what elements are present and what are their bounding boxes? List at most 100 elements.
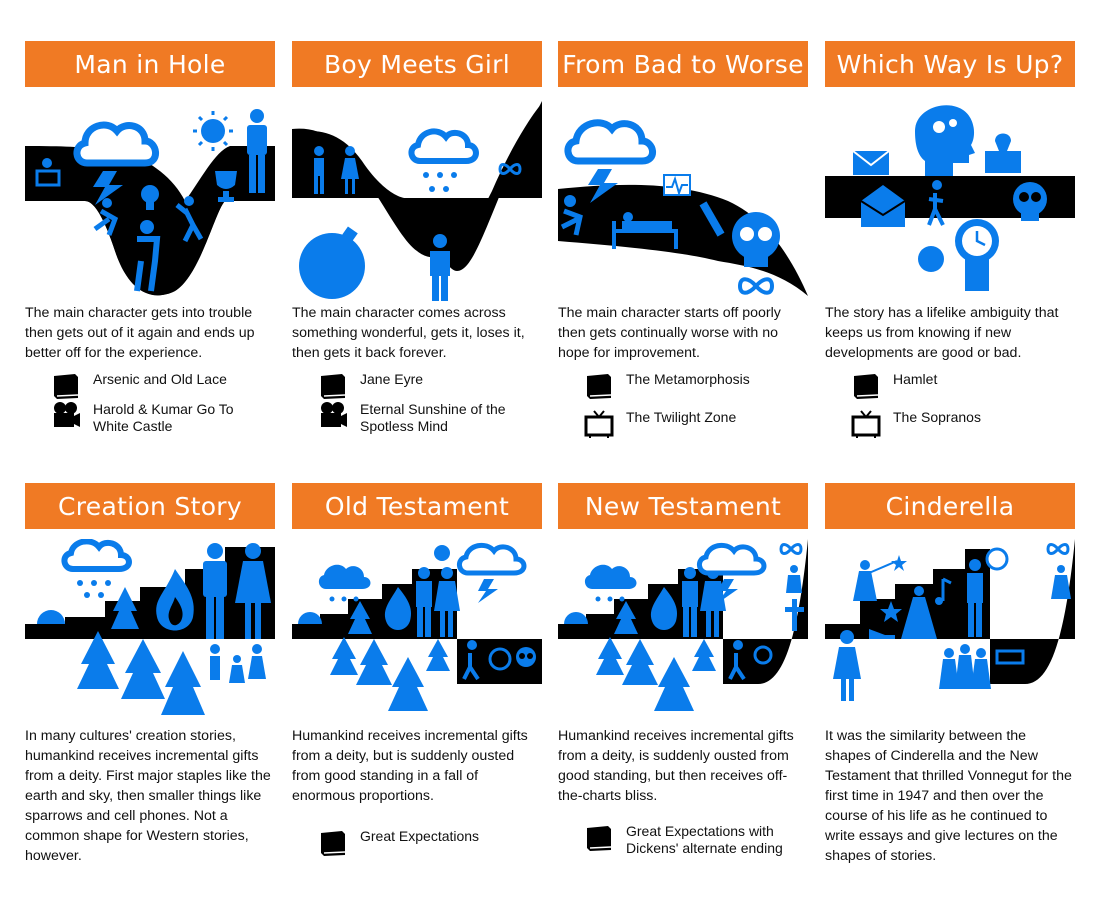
glass-slipper-icon [869,629,895,639]
panel-description: The main character starts off poorly the… [558,305,781,361]
story-arc-graphic [558,119,808,296]
panel-boy-meets-girl: Boy Meets Girl The main character comes … [292,41,542,434]
envelope-icon [852,150,890,175]
rain-cloud-icon [318,564,371,602]
panel-which-way-is-up: Which Way Is Up? The story has a lifelik… [825,41,1075,438]
book-icon [321,831,346,856]
reference-item: The Sopranos [851,409,981,439]
couple-icon [416,567,460,637]
reference-label: Great Expectations with Dickens' alterna… [626,823,783,856]
panel-description: Humankind receives incremental gifts fro… [558,728,794,804]
princess-icon [1051,565,1071,599]
storm-cloud-icon [564,119,656,203]
ball-gown-icon [901,586,937,639]
panel-description: The main character comes across somethin… [292,305,525,361]
reference-item: The Twilight Zone [584,409,736,439]
sunrise-icon [298,612,322,624]
reference-item: Hamlet [851,371,937,401]
panel-description: In many cultures' creation stories, huma… [25,728,271,864]
reference-item: Eternal Sunshine of the Spotless Mind [318,401,535,435]
music-note-icon [935,577,952,605]
infinity-icon [737,277,775,295]
panel-title: Boy Meets Girl [292,41,542,87]
skull-icon [1013,182,1047,221]
flame-icon [156,569,194,631]
panel-description: Humankind receives incremental gifts fro… [292,728,528,804]
story-arc-graphic [825,539,1075,701]
clock-icon [488,647,512,671]
skull-icon [732,212,780,267]
apple-icon [434,545,450,561]
flame-icon [384,587,412,630]
book-icon [587,374,612,399]
panel-creation-story: Creation Story In many cultures' creatio… [25,483,275,864]
falling-person-icon [93,198,119,236]
cross-icon [785,599,804,631]
panel-title: From Bad to Worse [558,41,808,87]
panel-title: Cinderella [825,483,1075,529]
syringe-icon [699,201,725,237]
book-icon [54,374,79,399]
skull-icon [516,647,536,667]
person-question-icon [430,234,450,301]
reference-label: Jane Eyre [360,371,424,387]
trophy-icon [215,171,237,202]
star-icon [880,601,902,622]
reference-label: Harold & Kumar Go To White Castle [93,401,234,434]
infinity-icon [1046,543,1070,555]
hospital-bed-icon [612,212,678,249]
reference-label: The Sopranos [893,409,981,425]
gardener-icon [462,640,480,681]
tree-icon [111,587,139,629]
forest-icon [596,637,716,711]
panel-description: The main character gets into trouble the… [25,305,255,361]
trophy-statue-icon [985,133,1021,173]
story-arc-graphic [25,109,275,296]
reference-label: Great Expectations [360,828,480,844]
prince-icon [967,559,983,637]
woman-icon [235,543,271,639]
panel-title: Which Way Is Up? [825,41,1075,87]
panel-new-testament: New Testament Humankind receives [558,483,808,856]
flame-icon [650,587,678,630]
sunrise-icon [37,610,65,624]
panel-old-testament: Old Testament Humankind receives incr [292,483,542,856]
panel-title: New Testament [558,483,808,529]
story-arc-graphic [25,539,275,715]
open-envelope-icon [860,185,906,227]
book-icon [321,374,346,399]
gardener-icon [728,640,746,681]
reference-label: Hamlet [893,371,938,387]
reference-item: Great Expectations [318,828,479,858]
tree-icon [614,601,638,634]
family-icon [210,644,266,683]
panel-cinderella: Cinderella It was the similarity between… [825,483,1075,864]
panel-description: The story has a lifelike ambiguity that … [825,305,1059,361]
forest-icon [77,631,205,715]
reference-label: The Metamorphosis [626,371,750,387]
reference-label: Eternal Sunshine of the Spotless Mind [360,401,506,434]
storm-cloud-icon [73,121,159,205]
fairy-godmother-icon [853,555,907,601]
film-camera-icon [321,402,347,427]
reference-item: The Metamorphosis [584,371,750,401]
bomb-icon [918,246,944,272]
cloud-lightning-icon [697,542,767,603]
book-icon [587,826,612,851]
reference-item: Arsenic and Old Lace [51,371,227,401]
tv-icon [584,410,614,438]
rain-cloud-icon [61,539,132,598]
sunrise-icon [564,612,588,624]
film-camera-icon [54,402,80,427]
infinity-icon [779,543,803,555]
person-with-sling-icon [134,220,161,292]
story-arc-graphic [292,101,542,301]
reference-item: Harold & Kumar Go To White Castle [51,401,263,435]
panel-description: It was the similarity between the shapes… [825,728,1072,864]
cloud-lightning-icon [457,542,527,603]
heart-monitor-icon [663,174,691,197]
story-arc-graphic [558,539,808,711]
panel-title: Creation Story [25,483,275,529]
reference-item: Jane Eyre [318,371,423,401]
rain-cloud-icon [584,564,637,602]
